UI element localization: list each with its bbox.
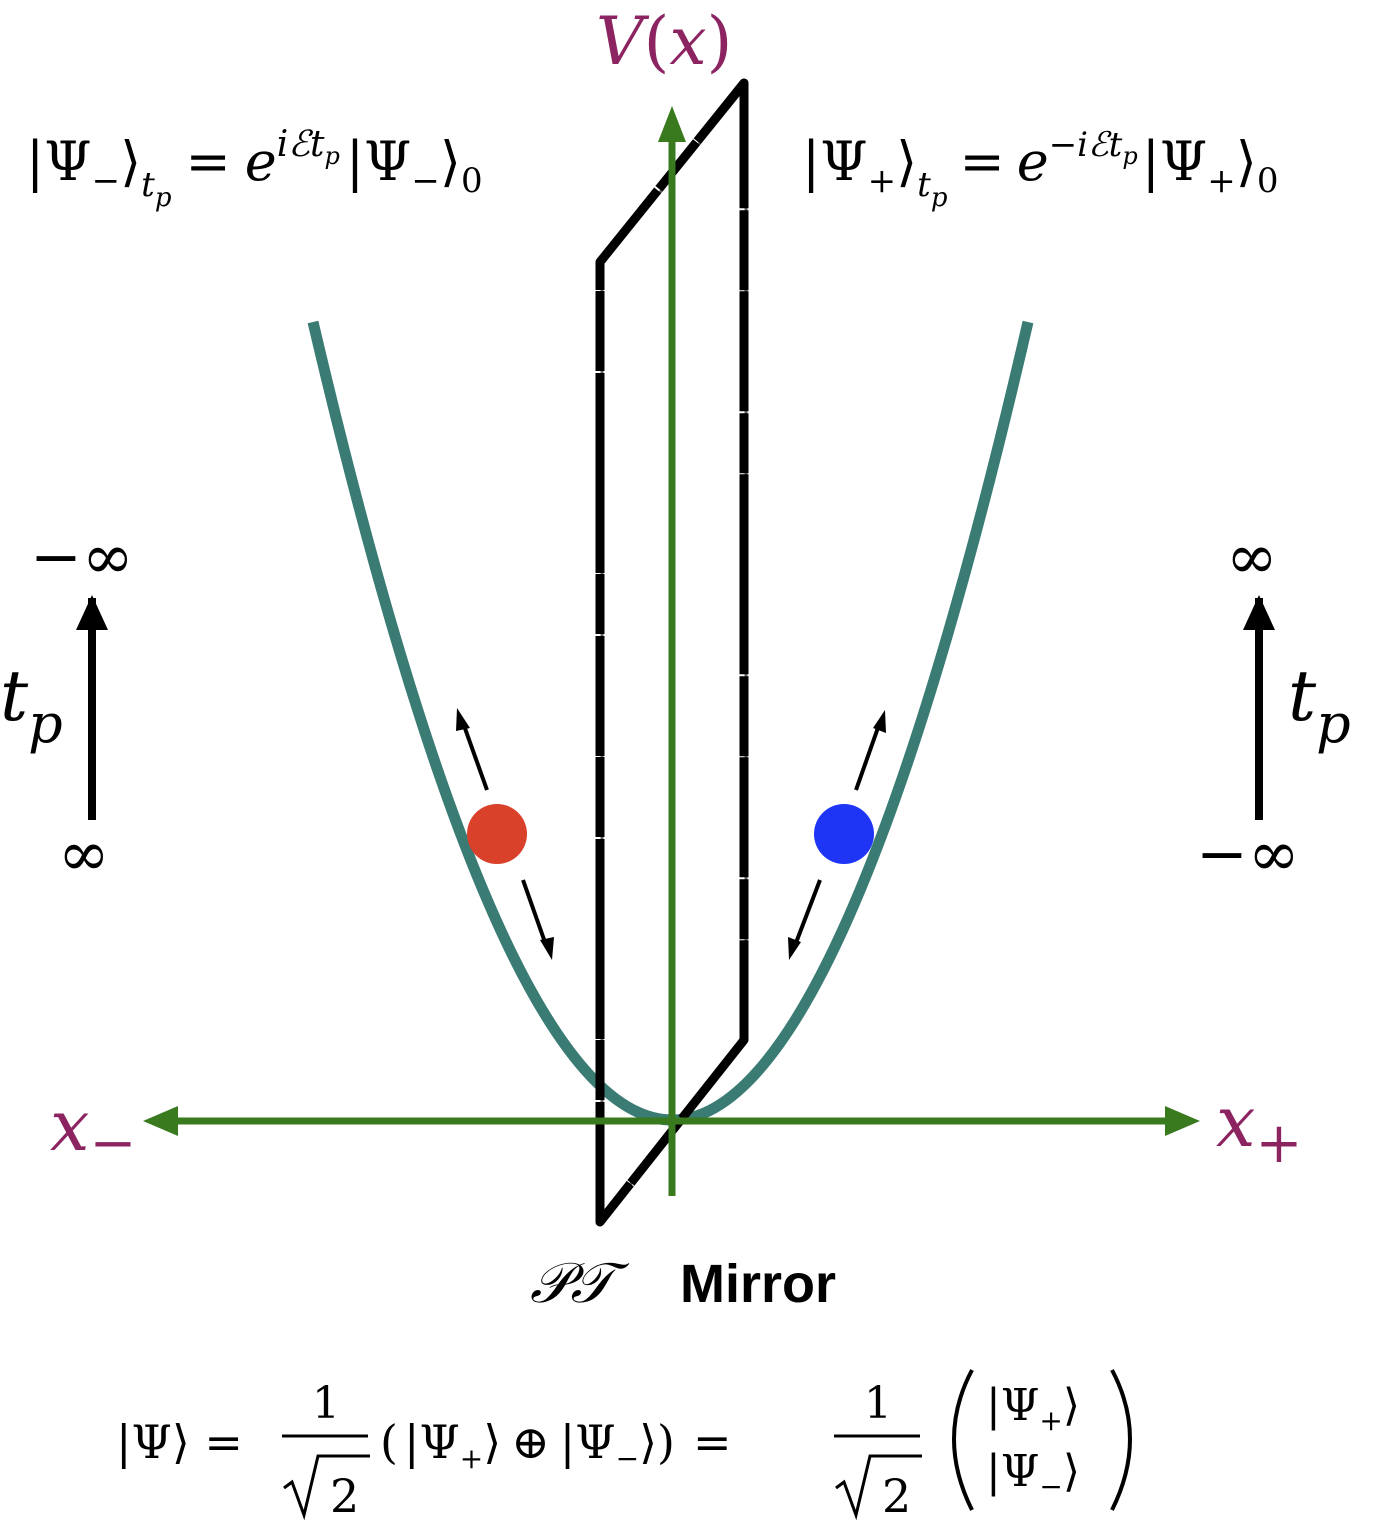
svg-text:|Ψ+⟩tp=e−iℰtp|Ψ+⟩0: |Ψ+⟩tp=e−iℰtp|Ψ+⟩0 [802, 125, 1278, 213]
x-plus-label: x+ [1216, 1081, 1302, 1176]
svg-text:|Ψ−⟩: |Ψ−⟩ [986, 1446, 1080, 1503]
vector-left-paren [952, 1369, 974, 1511]
left-time-scale: −∞ tp ∞ [0, 520, 134, 890]
x-minus-arrowhead [143, 1106, 178, 1136]
psi-plus-evolution-equation: |Ψ+⟩tp=e−iℰtp|Ψ+⟩0 [802, 125, 1278, 213]
vector-right-paren [1110, 1369, 1132, 1511]
x-plus-arrowhead [1165, 1106, 1200, 1136]
right-time-top: ∞ [1226, 520, 1278, 593]
svg-text:1: 1 [864, 1378, 892, 1429]
svg-text:|Ψ−⟩tp=eiℰtp|Ψ−⟩0: |Ψ−⟩tp=eiℰtp|Ψ−⟩0 [26, 124, 483, 213]
left-up-arrowhead [456, 708, 470, 731]
right-time-arrowhead [1243, 595, 1275, 630]
pt-mirror-caption: 𝒫𝒯 Mirror [530, 1251, 836, 1316]
left-particle [467, 804, 527, 864]
left-time-bottom: ∞ [58, 817, 110, 890]
right-time-scale: ∞ tp −∞ [1196, 520, 1351, 890]
mirror-label: Mirror [680, 1254, 836, 1314]
v-axis-label: V(x) [596, 3, 732, 80]
svg-text:2: 2 [882, 1469, 911, 1523]
right-particle [814, 804, 874, 864]
left-down-arrowhead [540, 937, 554, 960]
right-particle-motion-arrows [788, 710, 886, 960]
psi-minus-evolution-equation: |Ψ−⟩tp=eiℰtp|Ψ−⟩0 [26, 124, 483, 213]
svg-text:1: 1 [312, 1378, 340, 1429]
svg-text:(|Ψ+⟩⊕|Ψ−⟩)=: (|Ψ+⟩⊕|Ψ−⟩)= [380, 1415, 732, 1475]
right-down-arrowhead [788, 937, 801, 960]
right-time-bottom: −∞ [1196, 817, 1300, 890]
left-time-top: −∞ [30, 520, 134, 593]
left-time-arrowhead [76, 595, 108, 630]
right-up-arrowhead [873, 710, 886, 733]
left-particle-motion-arrows [456, 708, 554, 960]
x-minus-label: x− [50, 1085, 136, 1176]
left-time-label: tp [0, 655, 63, 755]
vertical-axis-arrowhead [658, 106, 686, 142]
mirror-roughness [600, 81, 748, 1225]
svg-text:2: 2 [330, 1469, 359, 1523]
right-time-label: tp [1288, 655, 1351, 755]
svg-text:|Ψ⟩ =: |Ψ⟩ = [116, 1415, 243, 1469]
pt-script-symbol: 𝒫𝒯 [530, 1251, 629, 1316]
svg-text:|Ψ+⟩: |Ψ+⟩ [986, 1380, 1080, 1437]
superposition-equation: |Ψ⟩ = 1 2 (|Ψ+⟩⊕|Ψ−⟩)= 1 2 |Ψ+⟩ |Ψ−⟩ [116, 1369, 1132, 1523]
